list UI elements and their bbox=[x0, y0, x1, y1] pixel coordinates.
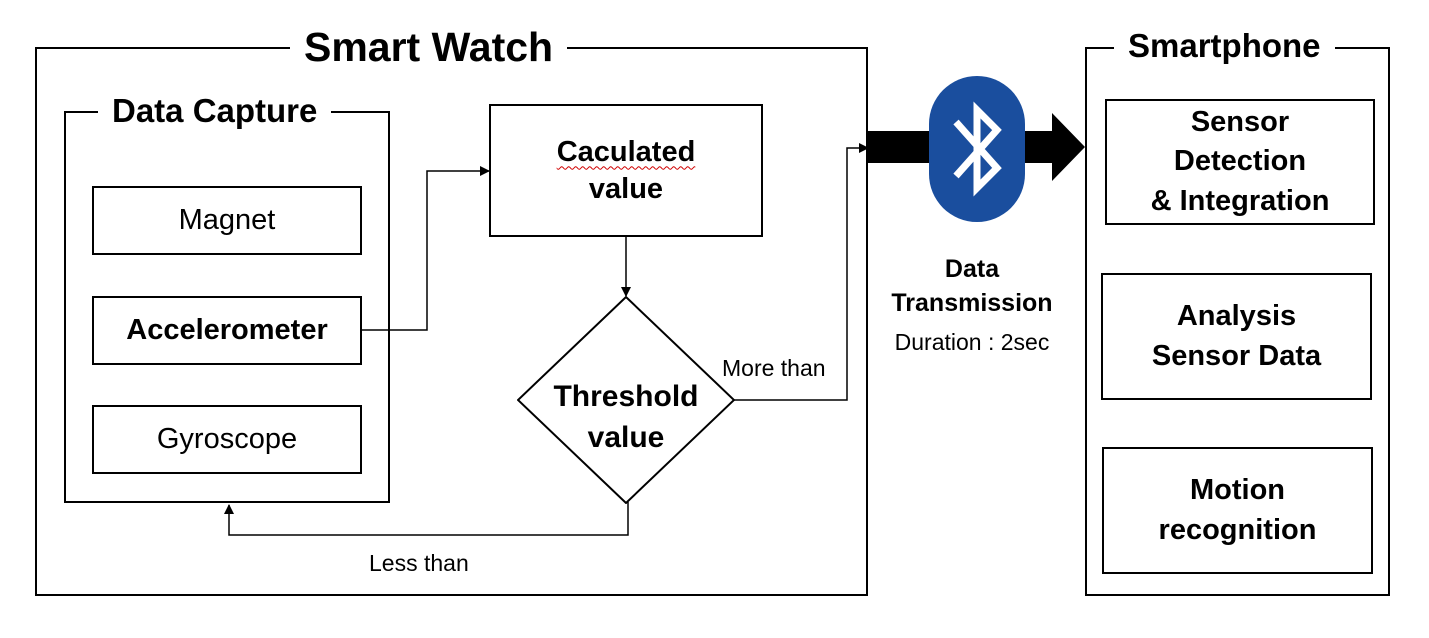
calculated-value-line2: value bbox=[588, 172, 664, 205]
sensor-detection-line3: & Integration bbox=[1150, 184, 1330, 217]
analysis-line2: Sensor Data bbox=[1151, 339, 1322, 372]
data-capture-title: Data Capture bbox=[98, 94, 332, 127]
magnet-box: Magnet bbox=[92, 186, 362, 255]
transmission-label: Data Transmission Duration : 2sec bbox=[872, 253, 1072, 356]
transmission-arrow-head bbox=[1052, 113, 1085, 181]
sensor-detection-line2: Detection bbox=[1173, 145, 1307, 178]
bluetooth-icon bbox=[929, 76, 1025, 222]
threshold-label: Threshold value bbox=[537, 377, 715, 458]
analysis-box: Analysis Sensor Data bbox=[1101, 273, 1372, 400]
calculated-value-box: Caculated value bbox=[489, 104, 763, 237]
transmission-title-line2: Transmission bbox=[891, 288, 1053, 317]
motion-recognition-line1: Motion bbox=[1189, 474, 1285, 507]
motion-recognition-line2: recognition bbox=[1158, 513, 1317, 546]
sensor-detection-line1: Sensor bbox=[1190, 106, 1290, 139]
threshold-line2: value bbox=[587, 420, 665, 454]
arrow-accelerometer-to-calculated bbox=[362, 166, 490, 331]
arrow-threshold-to-data-capture bbox=[224, 502, 629, 536]
smart-watch-title: Smart Watch bbox=[290, 27, 568, 68]
transmission-title-line1: Data bbox=[944, 255, 1000, 283]
threshold-line1: Threshold bbox=[553, 380, 699, 413]
less-than-label: Less than bbox=[369, 550, 469, 576]
accelerometer-label: Accelerometer bbox=[126, 314, 328, 347]
calculated-value-line1: Caculated bbox=[556, 136, 696, 169]
threshold-diamond bbox=[517, 296, 735, 504]
analysis-line1: Analysis bbox=[1176, 300, 1297, 333]
gyroscope-label: Gyroscope bbox=[156, 423, 298, 456]
arrow-threshold-to-transmission bbox=[733, 143, 869, 401]
gyroscope-box: Gyroscope bbox=[92, 405, 362, 474]
transmission-duration: Duration : 2sec bbox=[894, 328, 1050, 355]
accelerometer-box: Accelerometer bbox=[92, 296, 362, 365]
smartphone-title: Smartphone bbox=[1114, 29, 1335, 62]
more-than-label: More than bbox=[722, 355, 826, 381]
sensor-detection-box: Sensor Detection & Integration bbox=[1105, 99, 1375, 225]
magnet-label: Magnet bbox=[178, 204, 276, 237]
motion-recognition-box: Motion recognition bbox=[1102, 447, 1373, 574]
